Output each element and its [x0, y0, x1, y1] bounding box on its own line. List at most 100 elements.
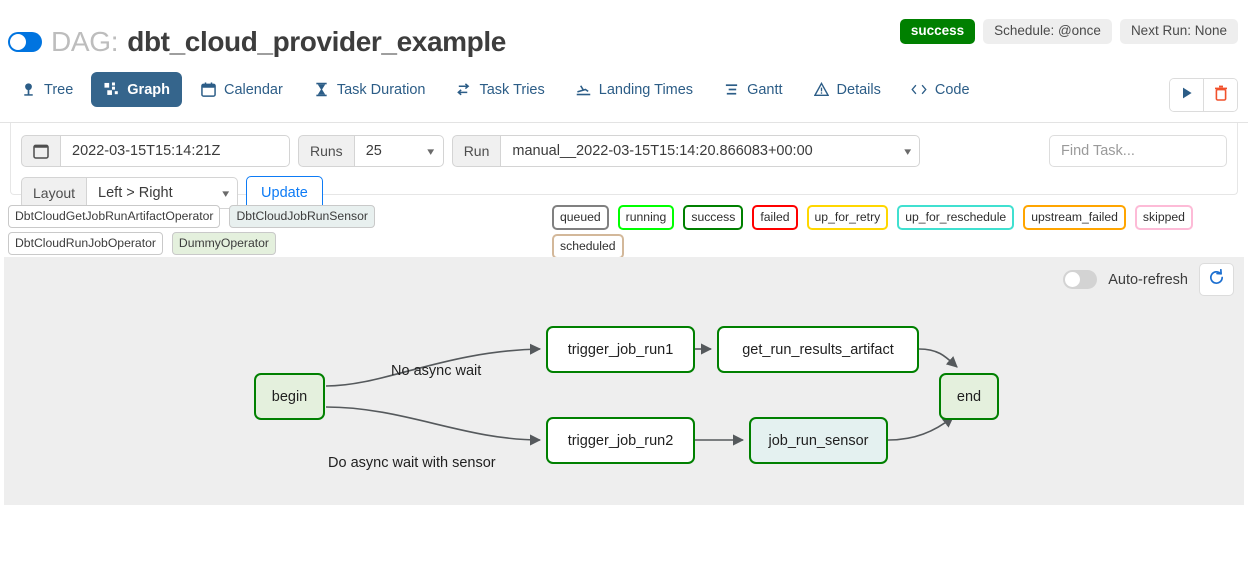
graph-node-trigger-job-run1[interactable]: trigger_job_run1 — [546, 326, 695, 373]
tab-code[interactable]: Code — [899, 72, 982, 107]
calendar-icon[interactable] — [21, 135, 61, 167]
retry-icon — [455, 81, 472, 98]
edge-sensor-end — [887, 416, 954, 441]
dag-prefix-label: DAG: — [51, 26, 119, 57]
tree-icon — [20, 81, 37, 98]
graph-node-end[interactable]: end — [939, 373, 999, 420]
header-badges: success Schedule: @once Next Run: None — [899, 19, 1238, 44]
run-select[interactable]: manual__2022-03-15T15:14:20.866083+00:00… — [501, 135, 921, 167]
tab-tree[interactable]: Tree — [8, 72, 85, 107]
runs-group: Runs 25 ▾ — [298, 135, 444, 167]
tab-gantt[interactable]: Gantt — [711, 72, 794, 107]
dag-title: DAG: dbt_cloud_provider_example — [8, 26, 506, 58]
tab-label: Graph — [127, 81, 170, 98]
controls-row-top: 2022-03-15T15:14:21Z Runs 25 ▾ Run manua… — [21, 135, 1227, 167]
legend-state-queued[interactable]: queued — [552, 205, 609, 231]
page-header: DAG: dbt_cloud_provider_example success … — [0, 0, 1248, 68]
legend-state-up-for-reschedule[interactable]: up_for_reschedule — [897, 205, 1015, 231]
graph-legend: DbtCloudGetJobRunArtifactOperator DbtClo… — [6, 205, 1242, 293]
tab-list: Tree Graph Calendar Task Duration Task T — [8, 72, 982, 107]
node-label: begin — [271, 388, 308, 405]
tab-label: Code — [934, 81, 970, 98]
hourglass-icon — [313, 81, 330, 98]
run-value: manual__2022-03-15T15:14:20.866083+00:00 — [512, 143, 813, 159]
graph-toolbar: Auto-refresh — [1063, 263, 1234, 296]
tab-landing-times[interactable]: Landing Times — [563, 72, 705, 107]
layout-value: Left > Right — [98, 185, 173, 201]
schedule-badge[interactable]: Schedule: @once — [983, 19, 1112, 44]
state-legend: queued running success failed up_for_ret… — [552, 205, 1242, 293]
tab-label: Landing Times — [598, 81, 694, 98]
trigger-dag-button[interactable] — [1170, 79, 1203, 111]
edge-begin-trigger2 — [325, 406, 542, 446]
runs-label: Runs — [298, 135, 355, 167]
play-icon — [1180, 86, 1194, 105]
trash-icon — [1214, 85, 1228, 106]
tab-task-tries[interactable]: Task Tries — [443, 72, 556, 107]
node-label: trigger_job_run1 — [567, 341, 674, 358]
chevron-down-icon: ▾ — [221, 187, 229, 200]
legend-state-running[interactable]: running — [617, 205, 675, 231]
update-button[interactable]: Update — [246, 176, 323, 210]
legend-state-up-for-retry[interactable]: up_for_retry — [806, 205, 889, 231]
legend-state-failed[interactable]: failed — [752, 205, 798, 231]
legend-state-upstream-failed[interactable]: upstream_failed — [1023, 205, 1126, 231]
node-label: get_run_results_artifact — [742, 341, 894, 358]
node-label: trigger_job_run2 — [567, 432, 674, 449]
runs-select[interactable]: 25 ▾ — [354, 135, 444, 167]
run-label: Run — [451, 135, 502, 167]
calendar-icon — [200, 81, 217, 98]
edge-label-do-async-wait: Do async wait with sensor — [328, 455, 496, 471]
graph-node-get-run-results-artifact[interactable]: get_run_results_artifact — [717, 326, 919, 373]
search-input[interactable]: Find Task... — [1049, 135, 1227, 167]
legend-state-scheduled[interactable]: scheduled — [552, 234, 624, 260]
graph-node-trigger-job-run2[interactable]: trigger_job_run2 — [546, 417, 695, 464]
dag-pause-toggle[interactable] — [8, 32, 42, 52]
chevron-down-icon: ▾ — [427, 145, 435, 158]
landing-icon — [575, 81, 592, 98]
chevron-down-icon: ▾ — [904, 145, 912, 158]
gantt-icon — [723, 81, 740, 98]
tab-calendar[interactable]: Calendar — [188, 72, 295, 107]
auto-refresh-label: Auto-refresh — [1108, 271, 1188, 288]
details-icon — [813, 81, 830, 98]
refresh-icon — [1208, 268, 1225, 291]
layout-group: Layout Left > Right ▾ — [21, 177, 239, 209]
legend-operator-chip[interactable]: DbtCloudJobRunSensor — [229, 205, 375, 229]
tab-label: Task Tries — [479, 81, 545, 98]
tab-task-duration[interactable]: Task Duration — [301, 72, 438, 107]
legend-operator-chip[interactable]: DummyOperator — [171, 232, 276, 256]
legend-state-success[interactable]: success — [683, 205, 744, 231]
refresh-button[interactable] — [1199, 263, 1234, 296]
delete-dag-button[interactable] — [1203, 79, 1237, 111]
tab-label: Calendar — [223, 81, 283, 98]
tab-graph[interactable]: Graph — [91, 72, 182, 107]
auto-refresh-toggle[interactable] — [1063, 270, 1098, 289]
operator-legend: DbtCloudGetJobRunArtifactOperator DbtClo… — [8, 205, 528, 256]
controls-row-bottom: Layout Left > Right ▾ Update — [21, 176, 1227, 210]
graph-icon — [103, 81, 120, 98]
graph-node-begin[interactable]: begin — [254, 373, 325, 420]
node-label: job_run_sensor — [768, 432, 869, 449]
tab-label: Gantt — [747, 81, 783, 98]
runs-value: 25 — [365, 143, 382, 159]
view-tabbar: Tree Graph Calendar Task Duration Task T — [0, 68, 1248, 123]
base-date-input[interactable]: 2022-03-15T15:14:21Z — [61, 135, 290, 167]
layout-select[interactable]: Left > Right ▾ — [87, 177, 239, 209]
run-group: Run manual__2022-03-15T15:14:20.866083+0… — [451, 135, 921, 167]
base-date-group: 2022-03-15T15:14:21Z — [21, 135, 290, 167]
dag-actions — [1169, 78, 1238, 112]
next-run-badge: Next Run: None — [1119, 19, 1238, 44]
graph-node-job-run-sensor[interactable]: job_run_sensor — [749, 417, 888, 464]
edge-artifact-end — [918, 348, 958, 368]
dag-graph-canvas[interactable]: Auto-refresh begin trig — [4, 257, 1244, 505]
tab-label: Details — [836, 81, 881, 98]
code-icon — [911, 81, 928, 98]
edge-label-no-async-wait: No async wait — [391, 363, 482, 379]
tab-label: Task Duration — [336, 81, 426, 98]
legend-operator-chip[interactable]: DbtCloudGetJobRunArtifactOperator — [8, 205, 221, 229]
legend-state-skipped[interactable]: skipped — [1134, 205, 1193, 231]
node-label: end — [956, 388, 982, 405]
legend-operator-chip[interactable]: DbtCloudRunJobOperator — [8, 232, 163, 256]
tab-details[interactable]: Details — [801, 72, 893, 107]
